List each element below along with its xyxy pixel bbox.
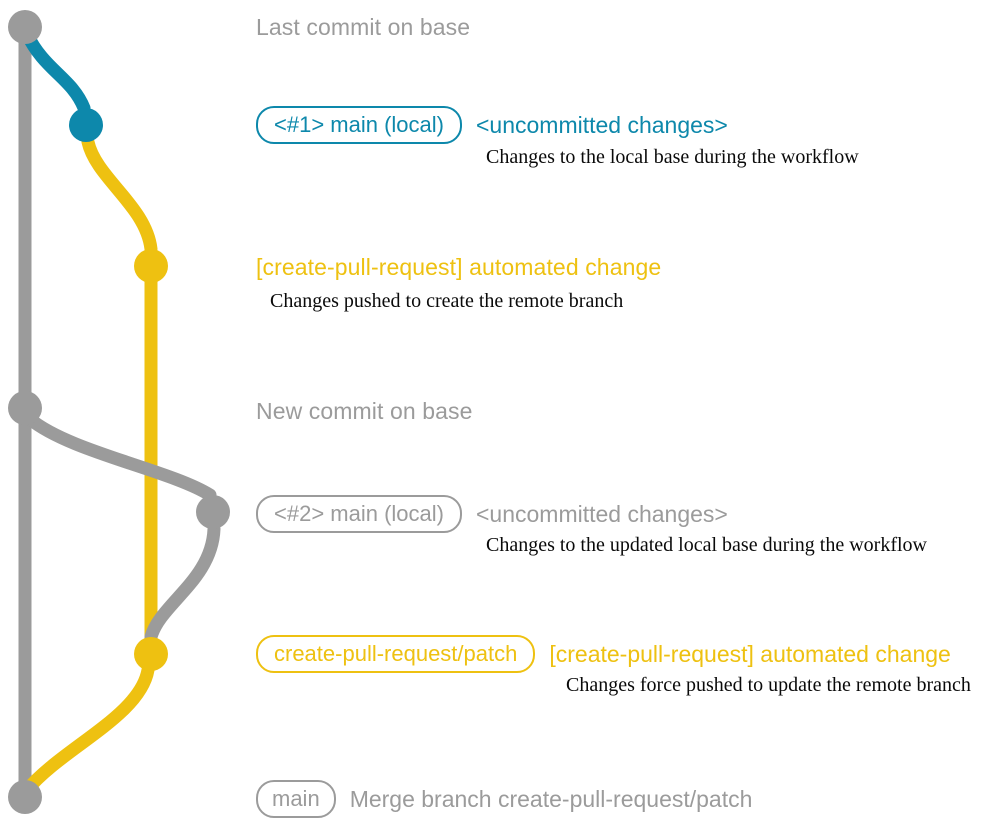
badge-local-commit-2[interactable]: <#2> main (local): [256, 495, 462, 534]
subtext-remote-branch-updated: Changes force pushed to update the remot…: [566, 674, 971, 696]
node-local-2: [196, 495, 230, 529]
node-base-new: [8, 391, 42, 425]
badge-remote-branch-patch[interactable]: create-pull-request/patch: [256, 635, 536, 674]
row-local-commit-1: <#1> main (local) <uncommitted changes>: [256, 106, 728, 145]
headline-local-commit-1: <uncommitted changes>: [475, 111, 728, 138]
subtext-local-commit-2: Changes to the updated local base during…: [486, 534, 927, 556]
node-merge: [8, 780, 42, 814]
row-remote-branch-updated: create-pull-request/patch [create-pull-r…: [256, 635, 951, 674]
local-branch-line-2: [23, 412, 217, 502]
subtext-remote-branch-created: Changes pushed to create the remote bran…: [270, 290, 624, 312]
label-last-commit-on-base: Last commit on base: [256, 14, 471, 40]
node-base-head: [8, 10, 42, 44]
row-local-commit-2: <#2> main (local) <uncommitted changes>: [256, 495, 728, 534]
badge-main[interactable]: main: [256, 780, 336, 819]
headline-local-commit-2: <uncommitted changes>: [475, 500, 728, 527]
local-branch-line-1: [20, 27, 91, 115]
headline-remote-branch-created: [create-pull-request] automated change: [256, 254, 662, 280]
node-local-1: [69, 108, 103, 142]
subtext-local-commit-1: Changes to the local base during the wor…: [486, 146, 859, 168]
label-new-commit-on-base: New commit on base: [256, 398, 473, 424]
row-merge-commit: main Merge branch create-pull-request/pa…: [256, 780, 753, 819]
badge-local-commit-1[interactable]: <#1> main (local): [256, 106, 462, 145]
headline-merge-commit: Merge branch create-pull-request/patch: [349, 785, 753, 812]
local-to-remote-line: [144, 522, 221, 644]
node-remote-2: [134, 637, 168, 671]
merge-line: [20, 663, 155, 797]
remote-branch-line-1: [81, 135, 158, 256]
headline-remote-branch-updated: [create-pull-request] automated change: [549, 640, 951, 667]
node-remote-1: [134, 249, 168, 283]
